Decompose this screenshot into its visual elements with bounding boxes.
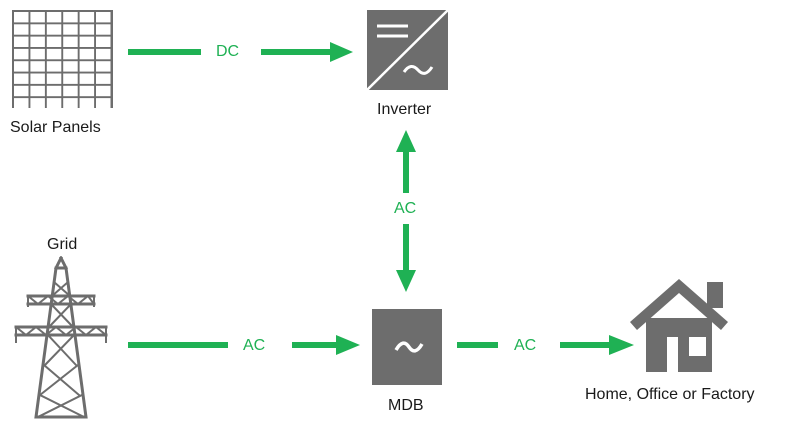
solar-cell [96,36,111,47]
solar-cell [79,48,95,60]
solar-cell [30,73,45,84]
house-icon [630,279,728,372]
solar-cell [14,61,29,72]
solar-cell [14,48,29,60]
ac-flow-label-inverter: AC [394,200,417,217]
solar-cell [63,73,78,84]
transmission-tower-icon [14,255,108,419]
arrow-solar-to-inverter [128,42,353,62]
solar-cell [30,36,45,47]
inverter-label: Inverter [377,101,432,118]
solar-cell [46,73,62,84]
solar-cell [96,61,111,72]
solar-cell [30,98,45,109]
solar-cell [30,85,45,97]
ac-flow-label-grid: AC [243,337,266,354]
solar-panels-label: Solar Panels [10,119,101,136]
solar-cell [96,98,111,109]
solar-cell [63,36,78,47]
grid-label: Grid [47,236,78,253]
solar-cell [96,12,111,23]
dc-flow-label: DC [216,43,240,60]
mdb-label: MDB [388,397,424,414]
mdb-icon [372,309,442,385]
solar-cell [63,61,78,72]
arrow-inverter-mdb [396,130,416,292]
solar-cell [79,73,95,84]
solar-cell [96,24,111,35]
solar-cell [79,85,95,97]
solar-cell [46,12,62,23]
arrow-grid-to-mdb [128,335,360,355]
solar-cell [79,61,95,72]
solar-cell [30,61,45,72]
solar-cell [46,24,62,35]
solar-cell [46,36,62,47]
arrow-mdb-to-home [457,335,634,355]
solar-cell [30,12,45,23]
solar-cell [96,73,111,84]
solar-cell [30,48,45,60]
solar-cell [14,85,29,97]
solar-cell [79,98,95,109]
solar-cell [79,12,95,23]
solar-cell [63,98,78,109]
solar-cell [63,24,78,35]
home-label: Home, Office or Factory [585,386,755,403]
solar-cell [79,36,95,47]
solar-cell [63,48,78,60]
solar-cell [63,12,78,23]
solar-cell [46,61,62,72]
solar-cell [79,24,95,35]
solar-cell [14,73,29,84]
solar-cell [96,85,111,97]
solar-panel-icon [12,10,113,109]
solar-cell [14,36,29,47]
solar-cell [46,85,62,97]
ac-flow-label-home: AC [514,337,537,354]
solar-cell [96,48,111,60]
solar-cell [14,12,29,23]
solar-cell [46,98,62,109]
solar-cell [30,24,45,35]
solar-cell [14,24,29,35]
inverter-icon [366,9,449,91]
solar-cell [46,48,62,60]
solar-cell [14,98,29,109]
solar-cell [63,85,78,97]
